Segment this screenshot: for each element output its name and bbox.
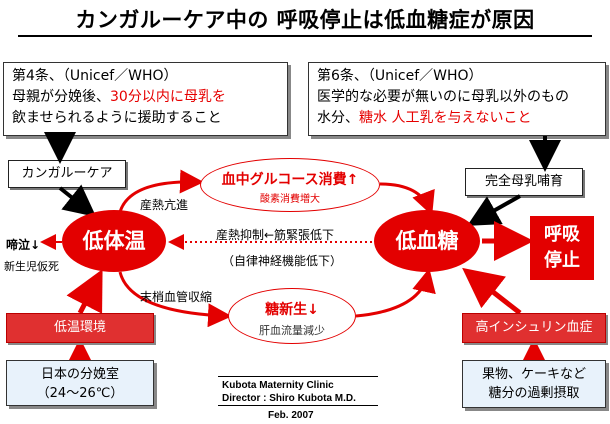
- note-article-4-line3: 飲ませられるように援助すること: [12, 110, 222, 126]
- note-article-4: 第4条、（Unicef／WHO） 母親が分娩後、30分以内に母乳を 飲ませられる…: [3, 62, 288, 136]
- delivery-room-line1: 日本の分娩室: [40, 367, 119, 382]
- pseudo-death-label: 新生児仮死: [4, 260, 59, 273]
- heat-suppression-label: 産熱抑制←筋緊張低下: [216, 228, 335, 242]
- note-article-4-line2: 母親が分娩後、30分以内に母乳を: [12, 87, 279, 108]
- note-article-4-text: 母親が分娩後、: [12, 89, 110, 105]
- low-temperature-environment-box: 低温環境: [6, 313, 154, 343]
- arrow-neo-to-sugar: [355, 268, 436, 318]
- hypothermia-node: 低体温: [62, 210, 166, 272]
- delivery-room-note: 日本の分娩室 （24～26℃）: [6, 360, 154, 406]
- sugar-intake-note: 果物、ケーキなど 糖分の過剰摂取: [462, 360, 606, 408]
- note-article-6-highlight: 糖水 人工乳を与えないこと: [359, 110, 532, 126]
- hyperinsulinemia-box: 高インシュリン血症: [462, 313, 606, 343]
- glucose-consumption-label: 血中グルコース消費↑: [221, 172, 359, 188]
- oxygen-consumption-label: 酸素消費増大: [260, 194, 320, 205]
- note-article-4-line1: 第4条、（Unicef／WHO）: [12, 68, 178, 84]
- respiratory-arrest-line2: 停止: [544, 250, 580, 271]
- credit-block: Kubota Maternity Clinic Director : Shiro…: [218, 376, 378, 406]
- arrow-insulin-to-sugar: [462, 267, 522, 315]
- note-article-6-text: 水分、: [317, 110, 359, 126]
- kangaroo-care-box: カンガルーケア: [8, 160, 126, 188]
- note-article-4-highlight: 30分以内に母乳を: [110, 89, 226, 105]
- respiratory-arrest-line1: 呼吸: [544, 224, 580, 245]
- sugar-intake-line1: 果物、ケーキなど: [481, 367, 586, 382]
- delivery-room-line2: （24～26℃）: [36, 386, 124, 401]
- glucose-consumption-node: 血中グルコース消費↑ 酸素消費増大: [200, 158, 380, 212]
- arrow-temp-to-glucose: [118, 169, 204, 213]
- arrow-kangaroo-to-temp: [58, 184, 97, 217]
- hypoglycemia-node: 低血糖: [374, 210, 480, 272]
- credit-director: Director : Shiro Kubota M.D.: [222, 393, 356, 404]
- liver-blood-flow-label: 肝血流量減少: [259, 324, 325, 337]
- date-label: Feb. 2007: [268, 410, 314, 421]
- respiratory-arrest-box: 呼吸 停止: [530, 216, 594, 280]
- note-article-6: 第6条、（Unicef／WHO） 医学的な必要が無いのに母乳以外のもの 水分、糖…: [308, 62, 606, 136]
- note-article-6-line2: 医学的な必要が無いのに母乳以外のもの: [317, 89, 569, 105]
- heat-production-label: 産熱亢進: [140, 198, 189, 212]
- gluconeogenesis-node: 糖新生↓ 肝血流量減少: [228, 288, 356, 344]
- crying-label: 啼泣↓: [6, 238, 41, 252]
- complete-breastfeeding-box: 完全母乳哺育: [465, 168, 583, 196]
- vasoconstriction-label: 末梢血管収縮: [140, 290, 213, 304]
- note-article-6-line3: 水分、糖水 人工乳を与えないこと: [317, 108, 597, 129]
- arrow-temp-to-neo: [118, 271, 232, 328]
- arrow-glucose-to-sugar: [379, 182, 435, 216]
- note-article-6-line1: 第6条、（Unicef／WHO）: [317, 68, 483, 84]
- autonomic-decline-label: （自律神経機能低下）: [222, 254, 343, 268]
- credit-clinic: Kubota Maternity Clinic: [222, 380, 334, 391]
- gluconeogenesis-label: 糖新生↓: [265, 302, 319, 318]
- arrow-breast-to-sugar: [467, 194, 521, 226]
- arrow-lowtemp-env-to-temp: [66, 269, 103, 315]
- sugar-intake-line2: 糖分の過剰摂取: [488, 386, 580, 401]
- title-underline: [18, 35, 592, 37]
- page-title: カンガルーケア中の 呼吸停止は低血糖症が原因: [75, 8, 535, 32]
